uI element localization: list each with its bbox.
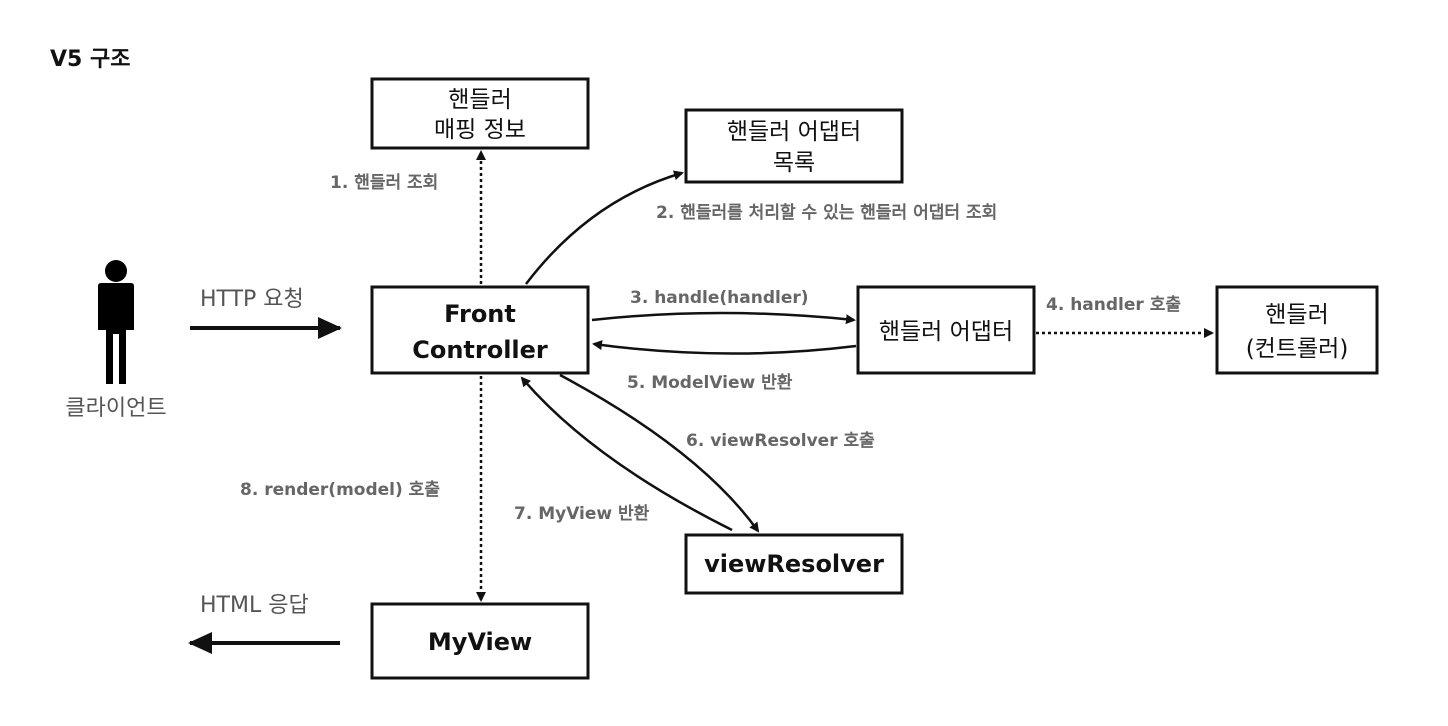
step5-label: 5. ModelView 반환 xyxy=(627,373,793,393)
handler-adapter-line1: 핸들러 어댑터 xyxy=(879,319,1013,345)
step2-label: 2. 핸들러를 처리할 수 있는 핸들러 어댑터 조회 xyxy=(656,203,997,223)
step5-arrow xyxy=(592,340,857,355)
adapter-list-box: 핸들러 어댑터 목록 xyxy=(684,108,904,184)
handler-line2: (컨트롤러) xyxy=(1246,336,1349,362)
adapter-list-line1: 핸들러 어댑터 xyxy=(727,119,861,145)
http-request-label: HTTP 요청 xyxy=(200,287,304,312)
view-resolver-box: viewResolver xyxy=(684,533,904,595)
handler-box: 핸들러 (컨트롤러) xyxy=(1215,285,1379,375)
step7-label: 7. MyView 반환 xyxy=(514,504,650,524)
step7-arrow xyxy=(520,376,733,532)
step4-label: 4. handler 호출 xyxy=(1046,295,1181,315)
client-label: 클라이언트 xyxy=(65,396,166,421)
step6-arrow xyxy=(559,373,760,533)
front-controller-box: Front Controller xyxy=(370,285,590,375)
step6-label: 6. viewResolver 호출 xyxy=(686,431,875,451)
handler-line1: 핸들러 xyxy=(1265,302,1328,328)
step3-label: 3. handle(handler) xyxy=(630,288,809,308)
handler-mapping-line2: 매핑 정보 xyxy=(434,117,526,143)
step8-label: 8. render(model) 호출 xyxy=(240,480,440,500)
my-view-line1: MyView xyxy=(428,628,532,656)
front-controller-line2: Controller xyxy=(412,336,548,364)
adapter-list-line2: 목록 xyxy=(773,150,815,176)
my-view-box: MyView xyxy=(370,602,590,680)
handler-mapping-box: 핸들러 매핑 정보 xyxy=(370,77,590,150)
front-controller-line1: Front xyxy=(444,300,516,328)
view-resolver-line1: viewResolver xyxy=(704,550,884,578)
step2-arrow xyxy=(525,170,684,285)
html-response-label: HTML 응답 xyxy=(200,593,309,618)
diagram-title: V5 구조 xyxy=(50,47,130,72)
handler-adapter-box: 핸들러 어댑터 xyxy=(856,285,1036,375)
step3-arrow xyxy=(591,311,856,325)
handler-mapping-line1: 핸들러 xyxy=(448,87,511,113)
step1-label: 1. 핸들러 조회 xyxy=(330,173,438,193)
client-person-icon xyxy=(98,260,134,384)
